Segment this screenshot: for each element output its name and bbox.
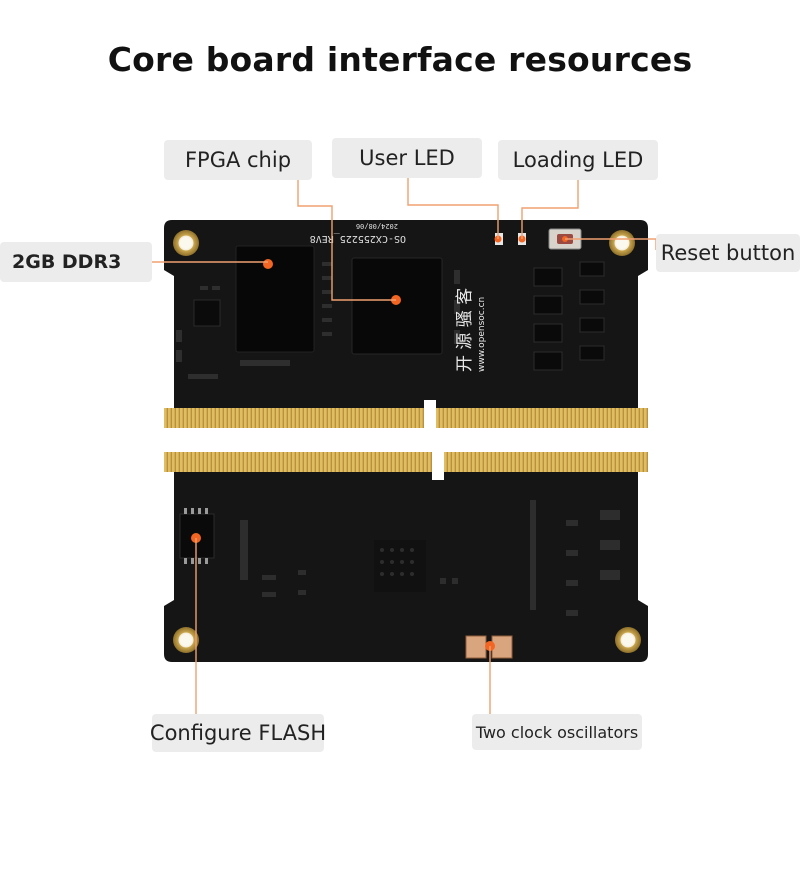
ddr3-chip (235, 245, 315, 353)
leader-lines (152, 178, 657, 714)
silkscreen-model: OS-CX255225_REV8 (310, 233, 406, 244)
gold-fingers-back-right (444, 452, 648, 472)
label-clock-oscillators: Two clock oscillators (472, 714, 642, 750)
label-user-led: User LED (332, 138, 482, 178)
board-back (164, 450, 648, 662)
leader-loading-led (521, 180, 579, 239)
label-configure-flash: Configure FLASH (150, 714, 326, 752)
gold-fingers-front-left (164, 408, 424, 428)
marker-ddr3 (263, 259, 273, 269)
label-reset-button: Reset button (656, 234, 800, 272)
silkscreen-url: www.opensoc.cn (477, 297, 487, 372)
oscillator-2 (491, 635, 513, 659)
gold-fingers-back-left (164, 452, 432, 472)
leader-fpga (297, 180, 396, 301)
fpga-chip (351, 257, 443, 355)
leader-user-led (407, 178, 499, 239)
board-front: 开 源 骚 客 www.opensoc.cn OS-CX255225_REV8 … (164, 220, 648, 430)
label-fpga-chip: FPGA chip (164, 140, 312, 180)
label-loading-led: Loading LED (498, 140, 658, 180)
silkscreen-block: 开 源 骚 客 www.opensoc.cn (455, 288, 487, 372)
page-title: Core board interface resources (107, 40, 693, 79)
silkscreen-date: 2024/08/06 (356, 222, 398, 230)
label-ddr3: 2GB DDR3 (0, 242, 152, 282)
gold-fingers-front-right (436, 408, 648, 428)
silkscreen-brand: 开 源 骚 客 (455, 288, 475, 372)
oscillator-1 (465, 635, 487, 659)
